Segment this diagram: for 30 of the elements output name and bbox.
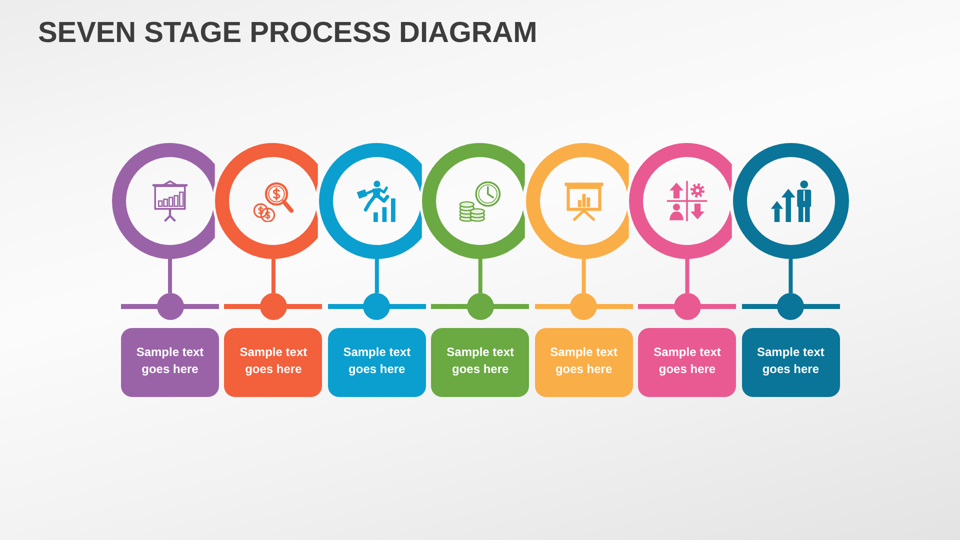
connector-line: [685, 259, 690, 293]
connector-line: [478, 259, 482, 293]
connector-line: [374, 259, 379, 293]
connector-line: [168, 259, 172, 293]
stage-ring: [318, 143, 422, 259]
stage-description: Sample text goes here: [756, 344, 826, 378]
stage-description: Sample text goes here: [135, 344, 205, 378]
timeline-dot: [156, 293, 184, 320]
stage-description: Sample text goes here: [549, 344, 618, 378]
stage-ring: [422, 143, 526, 259]
connector-line: [271, 259, 276, 293]
stage-ring: [112, 143, 215, 259]
stage-card: [328, 328, 426, 397]
connector-line: [788, 259, 793, 293]
stage-card: [121, 328, 219, 397]
connector-line: [582, 259, 586, 293]
stage-card: [224, 328, 322, 397]
stage-ring: [526, 143, 629, 259]
stage-card: [431, 328, 530, 397]
stage-card: [638, 328, 736, 397]
diagram-title: SEVEN STAGE PROCESS DIAGRAM: [38, 16, 538, 50]
stage-description: Sample text goes here: [446, 344, 516, 378]
stage-ring: [732, 143, 849, 259]
stage-card: [534, 328, 633, 397]
stage-ring: [215, 143, 318, 259]
stage-description: Sample text goes here: [652, 344, 722, 378]
stage-card: [742, 328, 840, 397]
stage-description: Sample text goes here: [238, 344, 308, 378]
stage-description: Sample text goes here: [342, 344, 412, 378]
stage-ring: [629, 143, 732, 259]
